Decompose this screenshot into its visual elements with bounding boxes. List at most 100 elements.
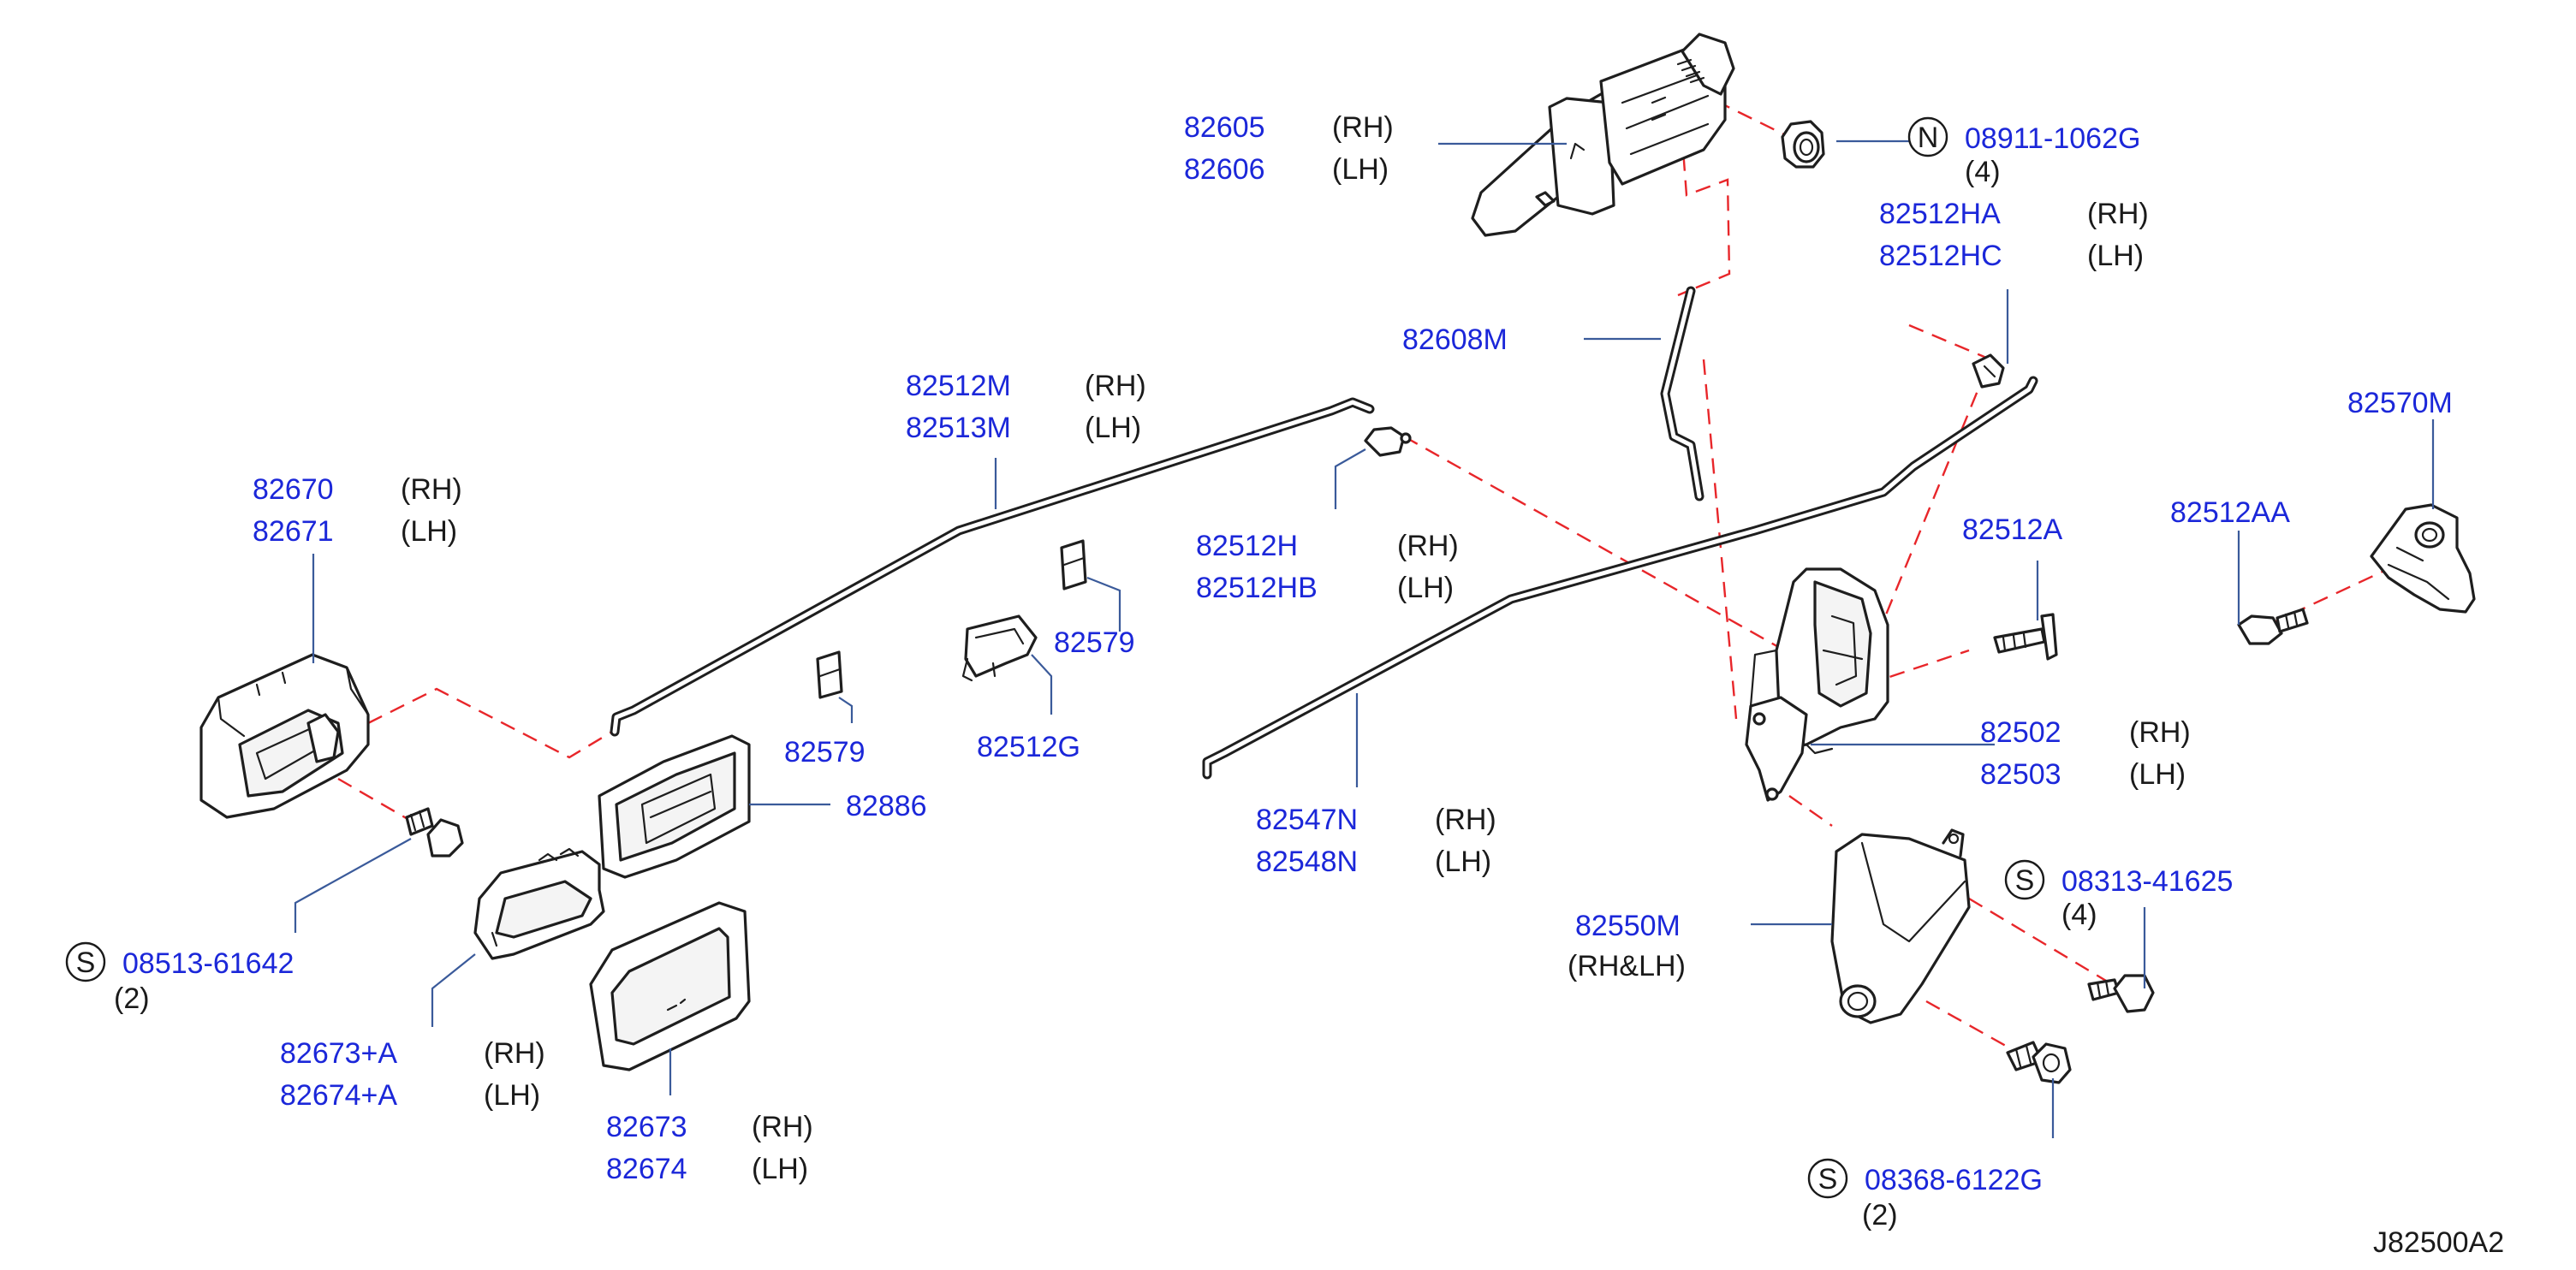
- bolt-82512a: [1993, 613, 2058, 661]
- outside-door-handle: [1471, 33, 1735, 237]
- part-number[interactable]: 82608M: [1402, 323, 1508, 356]
- callout-82605-82606[interactable]: 82605 (RH) 82606 (LH): [1184, 111, 1394, 186]
- screw-08513-61642: [405, 807, 464, 858]
- part-number[interactable]: 82513M: [906, 412, 1011, 444]
- part-number[interactable]: 82548N: [1256, 846, 1358, 878]
- inside-handle-bezel: [589, 901, 751, 1071]
- bolt-08368-6122g: [2006, 1041, 2072, 1084]
- clip-82579-lower: [816, 650, 843, 699]
- part-number[interactable]: 82512G: [977, 731, 1080, 763]
- side-label: (LH): [484, 1079, 540, 1112]
- part-number[interactable]: 82605: [1184, 111, 1265, 144]
- quantity: (4): [2061, 899, 2097, 931]
- part-number[interactable]: 82512HC: [1879, 240, 2002, 272]
- inside-handle-escutcheon: [199, 653, 370, 819]
- callout-08911-1062g[interactable]: N 08911-1062G (4): [1907, 116, 2140, 188]
- part-number[interactable]: 82502: [1980, 716, 2061, 749]
- quantity: (4): [1965, 156, 2001, 188]
- callout-82502-82503[interactable]: 82502 (RH) 82503 (LH): [1980, 716, 2191, 791]
- side-label: (RH): [401, 473, 462, 506]
- side-label: (RH): [2129, 716, 2191, 749]
- quantity: (2): [114, 982, 150, 1015]
- part-number[interactable]: 08513-61642: [122, 947, 294, 980]
- callout-82512h-82512hb[interactable]: 82512H (RH) 82512HB (LH): [1196, 530, 1459, 604]
- part-number[interactable]: 82570M: [2347, 387, 2453, 419]
- lock-protector-cover: [1830, 828, 1971, 1024]
- side-label: (RH): [1085, 370, 1146, 402]
- screw-08313-41625: [2087, 974, 2155, 1013]
- side-label: (LH): [1332, 153, 1389, 186]
- callout-82550m[interactable]: 82550M (RH&LH): [1568, 910, 1686, 982]
- quantity: (2): [1862, 1199, 1898, 1231]
- part-number[interactable]: 08313-41625: [2061, 865, 2233, 898]
- part-number[interactable]: 82673+A: [280, 1037, 397, 1070]
- part-number[interactable]: 82512HB: [1196, 572, 1318, 604]
- callout-82673-82674[interactable]: 82673 (RH) 82674 (LH): [606, 1111, 813, 1185]
- part-number[interactable]: 82673: [606, 1111, 687, 1143]
- callout-82579-lower[interactable]: 82579: [784, 736, 866, 769]
- callout-08513-61642[interactable]: S 08513-61642 (2): [65, 941, 294, 1015]
- part-number[interactable]: 82674: [606, 1153, 687, 1185]
- callout-82579-upper[interactable]: 82579: [1054, 626, 1135, 659]
- side-label: (RH): [1435, 804, 1496, 836]
- prefix-circle: [2004, 859, 2045, 900]
- fitment-note: (RH&LH): [1568, 950, 1686, 982]
- side-label: (RH): [484, 1037, 545, 1070]
- prefix-circle: [65, 941, 106, 982]
- part-number[interactable]: 82512AA: [2170, 496, 2290, 529]
- prefix-letter: S: [1818, 1163, 1838, 1196]
- part-number[interactable]: 82670: [253, 473, 334, 506]
- callout-82547n-82548n[interactable]: 82547N (RH) 82548N (LH): [1256, 804, 1496, 878]
- side-label: (RH): [1332, 111, 1394, 144]
- callout-82512ha-82512hc[interactable]: 82512HA (RH) 82512HC (LH): [1879, 198, 2149, 272]
- diagram-code: J82500A2: [2373, 1226, 2504, 1259]
- side-label: (LH): [1435, 846, 1491, 878]
- prefix-circle: [1807, 1158, 1848, 1199]
- control-rod-82547n: [1202, 376, 2038, 780]
- dash-inner-handle-rod: [367, 687, 613, 759]
- callout-08313-41625[interactable]: S 08313-41625 (4): [2004, 859, 2233, 931]
- side-label: (LH): [2129, 758, 2186, 791]
- part-number[interactable]: 82886: [846, 790, 927, 822]
- control-rod-82512m: [610, 397, 1375, 737]
- part-number[interactable]: 82547N: [1256, 804, 1358, 836]
- rod-clip-82512h: [1364, 426, 1412, 457]
- part-number[interactable]: 82550M: [1575, 910, 1681, 942]
- leader-lines: [294, 139, 2435, 1138]
- part-number[interactable]: 82579: [784, 736, 866, 769]
- part-number[interactable]: 82512H: [1196, 530, 1298, 562]
- striker-82570m: [2370, 503, 2476, 614]
- callout-82512m-82513m[interactable]: 82512M (RH) 82513M (LH): [906, 370, 1146, 444]
- callout-82608m[interactable]: 82608M: [1402, 323, 1508, 356]
- dash-clip-to-lock: [1403, 435, 1816, 669]
- part-number[interactable]: 82579: [1054, 626, 1135, 659]
- callout-82512a[interactable]: 82512A: [1962, 513, 2063, 546]
- part-number[interactable]: 08368-6122G: [1865, 1164, 2043, 1196]
- callout-82673a-82674a[interactable]: 82673+A (RH) 82674+A (LH): [280, 1037, 545, 1112]
- door-lock-actuator: [1745, 567, 1889, 802]
- callout-82886[interactable]: 82886: [846, 790, 927, 822]
- prefix-letter: S: [76, 947, 96, 979]
- part-number[interactable]: 82606: [1184, 153, 1265, 186]
- part-number[interactable]: 82512A: [1962, 513, 2063, 546]
- clip-82579-upper: [1060, 539, 1087, 590]
- part-number[interactable]: 82512HA: [1879, 198, 2001, 230]
- callout-82570m[interactable]: 82570M: [2347, 387, 2453, 419]
- callout-82512g[interactable]: 82512G: [977, 731, 1080, 763]
- rod-clip-82512ha: [1972, 353, 2005, 389]
- part-number[interactable]: 82671: [253, 515, 334, 548]
- part-number[interactable]: 82503: [1980, 758, 2061, 791]
- part-number[interactable]: 08911-1062G: [1965, 122, 2140, 155]
- dash-handle-nut: [1693, 88, 1790, 139]
- callout-82670-82671[interactable]: 82670 (RH) 82671 (LH): [253, 473, 462, 548]
- side-label: (LH): [401, 515, 457, 548]
- screw-82512aa: [2237, 608, 2309, 645]
- control-rod-82608m: [1660, 286, 1704, 501]
- part-number[interactable]: 82674+A: [280, 1079, 397, 1112]
- handle-cover-82886: [598, 734, 751, 879]
- callout-08368-6122g[interactable]: S 08368-6122G (2): [1807, 1158, 2043, 1231]
- callout-82512aa[interactable]: 82512AA: [2170, 496, 2290, 529]
- dash-lock-to-cover: [1788, 795, 1833, 827]
- part-number[interactable]: 82512M: [906, 370, 1011, 402]
